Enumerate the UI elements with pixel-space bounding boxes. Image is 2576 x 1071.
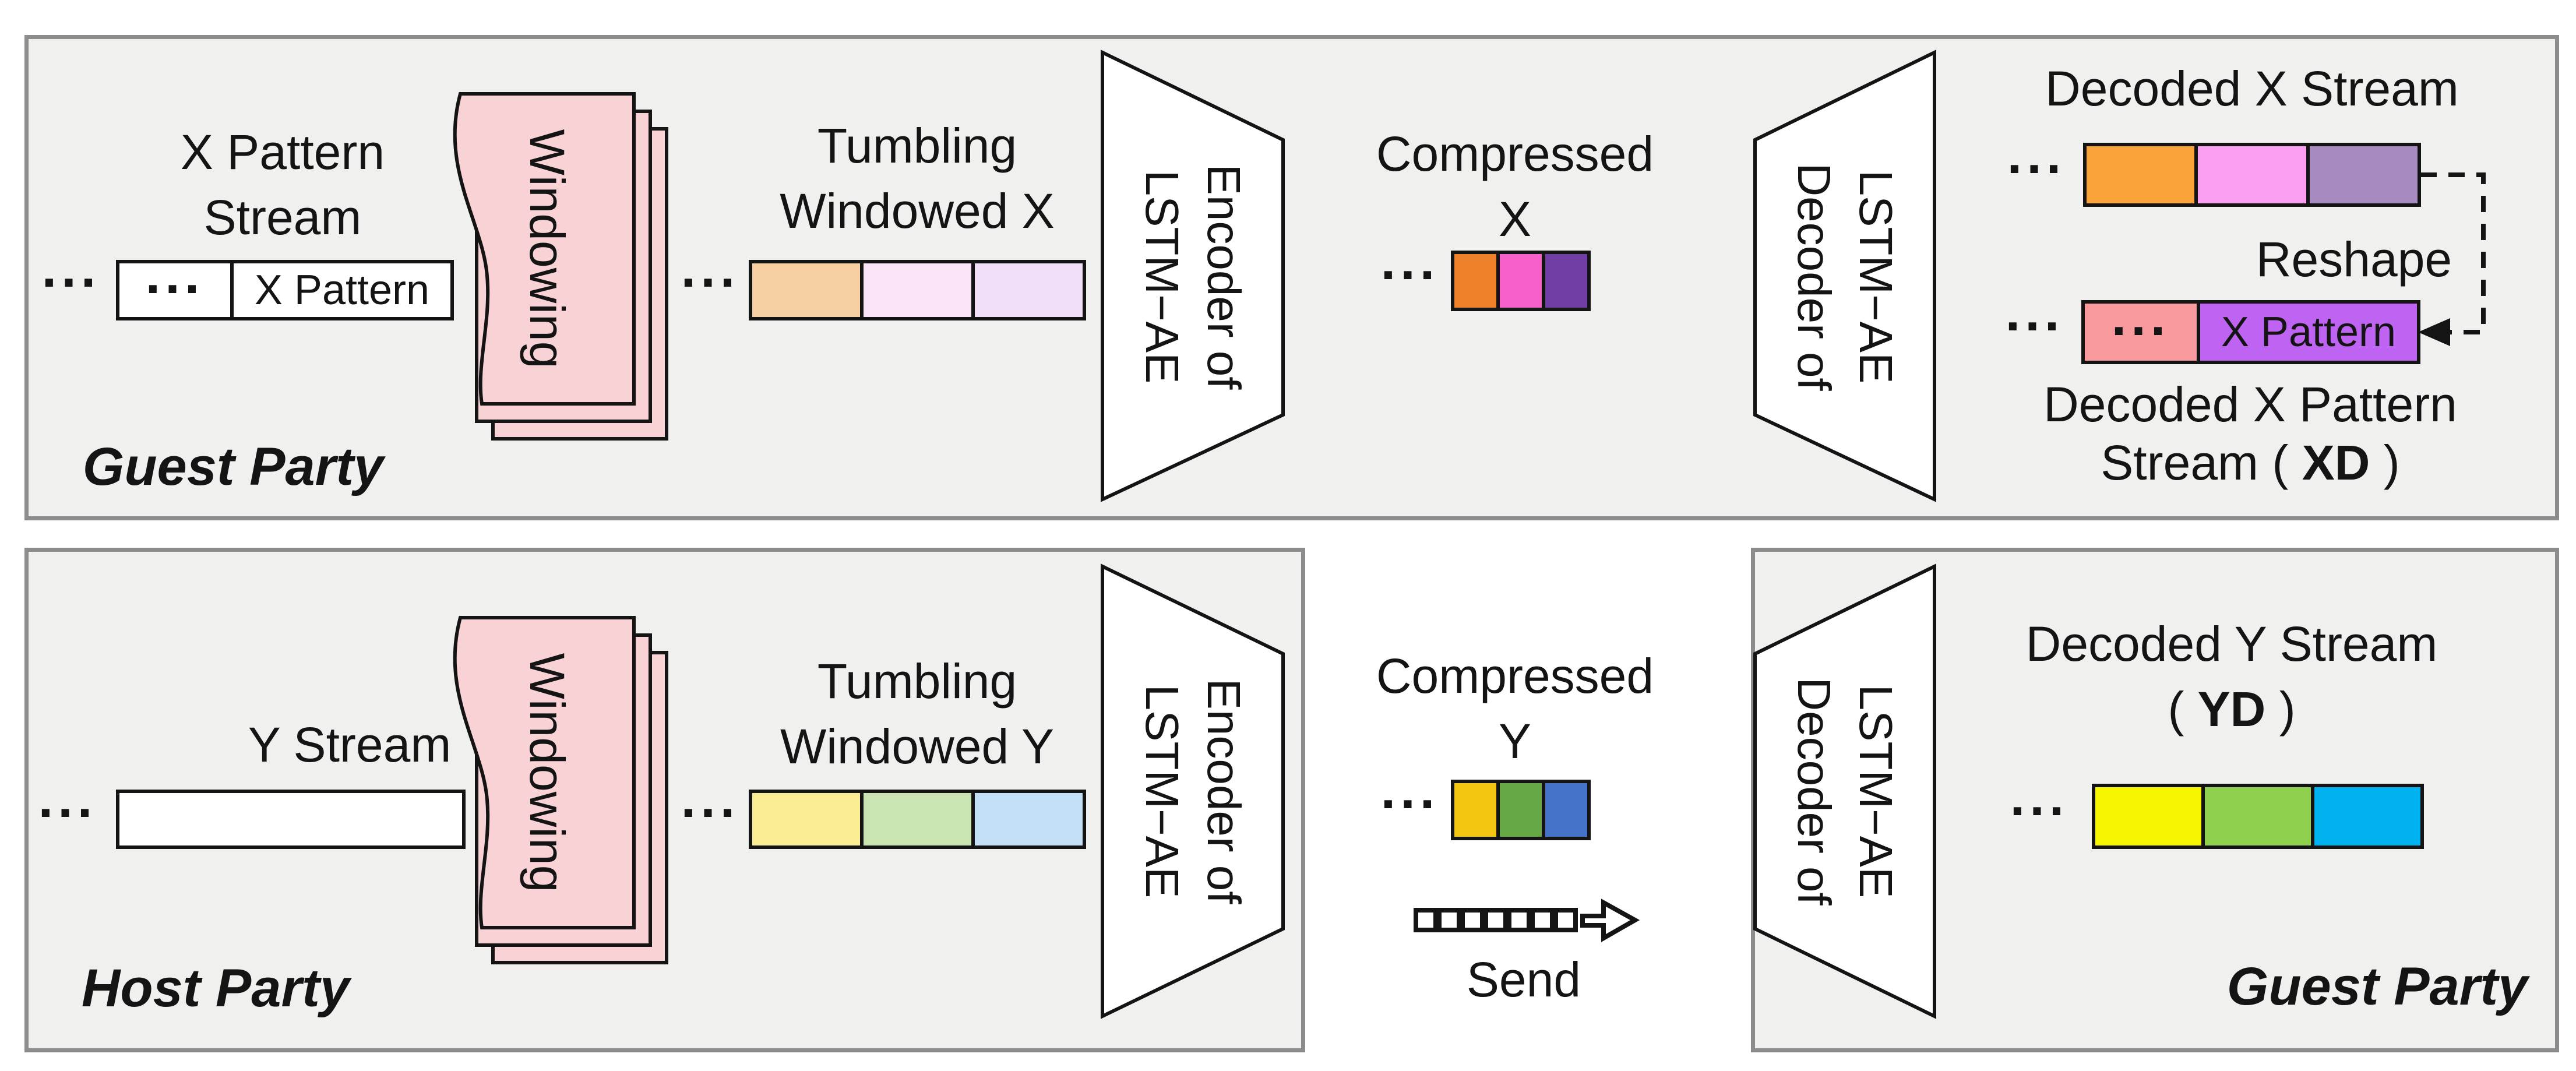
compressed-y-title: Compressed Y — [1376, 649, 1654, 769]
ellipsis-x-stream-left: ... — [41, 238, 101, 298]
ellipsis-decoded-x-pattern: ... — [2005, 282, 2064, 342]
compressed-x-bar — [1451, 251, 1591, 311]
x-pattern-stream-title: X Pattern Stream — [180, 125, 385, 245]
tumbling-windowed-x-title: Tumbling Windowed X — [780, 118, 1055, 238]
encoder-trapezoid-host — [1101, 563, 1285, 1019]
decoded-x-history-cell: ... — [2085, 287, 2197, 361]
encoder-label-host: Encoder of LSTM−AE — [1136, 678, 1250, 904]
compressed-x-cell — [1542, 254, 1587, 308]
compressed-x-title: Compressed X — [1376, 126, 1654, 246]
decoded-x-segment — [2194, 146, 2306, 203]
ellipsis-decoded-x: ... — [2007, 125, 2066, 185]
decoded-y-stream-title: Decoded Y Stream ( YD ) — [2025, 616, 2438, 737]
y-stream-title: Y Stream — [248, 717, 452, 772]
compressed-x-cell — [1454, 254, 1496, 308]
encoder-label-top: Encoder of LSTM−AE — [1136, 164, 1250, 390]
decoder-trapezoid-top — [1753, 50, 1936, 502]
ellipsis-decoded-y: ... — [2010, 767, 2069, 827]
compressed-y-cell — [1454, 783, 1496, 837]
y-stream-bar — [116, 790, 466, 849]
decoder-label-guest: LSTM−AE Decoder of — [1788, 677, 1902, 906]
decoder-trapezoid-guest — [1753, 563, 1936, 1019]
decoder-label-top: LSTM−AE Decoder of — [1788, 163, 1902, 391]
encoder-trapezoid-top — [1101, 50, 1285, 502]
decoded-x-pattern-bar: ... X Pattern — [2081, 287, 2420, 364]
ellipsis-compressed-y: ... — [1380, 760, 1440, 820]
tumbling-windowed-y-bar — [749, 790, 1086, 849]
compressed-y-cell — [1496, 783, 1542, 837]
decoded-y-segment — [2201, 787, 2311, 845]
windowing-stack-host-icon — [453, 616, 668, 964]
windowing-stack-top-icon — [453, 92, 668, 441]
send-label: Send — [1466, 952, 1581, 1007]
decoded-x-segment — [2087, 146, 2195, 203]
compressed-y-bar — [1451, 780, 1591, 840]
decoded-x-pattern-caption: Decoded X Pattern Stream ( XD ) — [2043, 377, 2457, 490]
xd-symbol: XD — [2302, 435, 2370, 490]
ellipsis-in-cell: ... — [145, 245, 205, 305]
x-stream-history-cell: ... — [119, 245, 230, 317]
ellipsis-windowed-y: ... — [681, 769, 740, 829]
decoded-x-pattern-cell: X Pattern — [2197, 304, 2417, 361]
x-pattern-cell: X Pattern — [230, 263, 450, 317]
decoded-x-segment — [2306, 146, 2418, 203]
ellipsis-in-cell: ... — [2111, 287, 2170, 347]
guest-party-label-bottom: Guest Party — [2226, 957, 2528, 1016]
decoded-y-segment — [2095, 787, 2201, 845]
ellipsis-windowed-x: ... — [681, 238, 740, 298]
windowing-label-host: Windowing — [520, 653, 575, 893]
decoded-y-segment — [2311, 787, 2420, 845]
guest-party-label-top: Guest Party — [82, 437, 384, 496]
send-arrow-icon — [1414, 899, 1640, 942]
decoded-x-stream-title: Decoded X Stream — [2045, 61, 2459, 116]
ellipsis-y-stream-left: ... — [38, 769, 97, 829]
host-party-label: Host Party — [81, 959, 350, 1018]
decoded-y-stream-bar — [2092, 784, 2424, 849]
windowed-y-segment — [971, 793, 1083, 845]
tumbling-windowed-y-title: Tumbling Windowed Y — [780, 654, 1055, 774]
reshape-label: Reshape — [2256, 232, 2452, 287]
ellipsis-compressed-x: ... — [1380, 231, 1440, 291]
tumbling-windowed-x-bar — [749, 260, 1086, 320]
yd-symbol: YD — [2197, 682, 2266, 737]
windowed-y-segment — [752, 793, 860, 845]
decoded-x-stream-bar — [2083, 143, 2421, 207]
windowing-label-top: Windowing — [520, 129, 575, 369]
windowed-y-segment — [860, 793, 971, 845]
windowed-x-segment — [860, 263, 971, 317]
compressed-y-cell — [1542, 783, 1587, 837]
x-pattern-stream-bar: ... X Pattern — [116, 245, 454, 320]
windowed-x-segment — [971, 263, 1083, 317]
y-stream-cell — [119, 793, 462, 845]
reshape-arrow — [2418, 172, 2486, 346]
compressed-x-cell — [1496, 254, 1542, 308]
windowed-x-segment — [752, 263, 860, 317]
